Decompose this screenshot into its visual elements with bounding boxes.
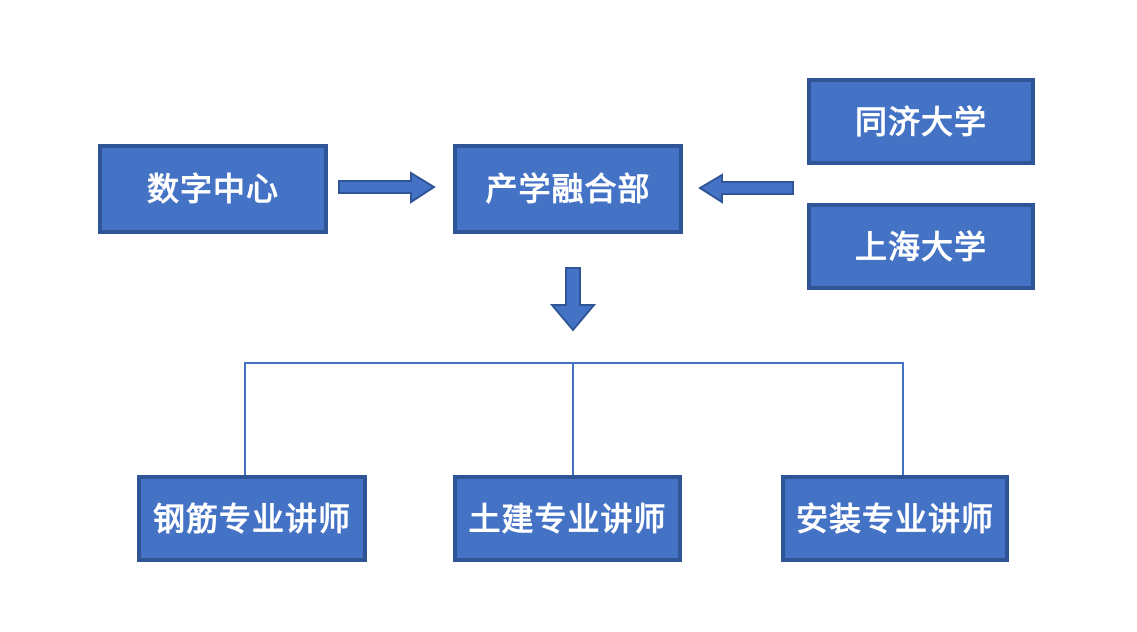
node-industry-academia-dept: 产学融合部 <box>453 144 683 234</box>
node-tongji-university-label: 同济大学 <box>854 103 987 140</box>
arrow-right-icon <box>338 171 436 204</box>
arrow-down-icon <box>549 267 597 332</box>
node-industry-academia-dept-label: 产学融合部 <box>485 171 651 207</box>
node-tongji-university: 同济大学 <box>807 78 1035 165</box>
node-civil-lecturer-label: 土建专业讲师 <box>468 500 667 537</box>
node-shanghai-university-label: 上海大学 <box>854 228 987 265</box>
node-digital-center: 数字中心 <box>98 144 328 234</box>
node-rebar-lecturer-label: 钢筋专业讲师 <box>152 500 351 537</box>
node-installation-lecturer: 安装专业讲师 <box>781 475 1009 562</box>
node-rebar-lecturer: 钢筋专业讲师 <box>137 475 367 562</box>
node-digital-center-label: 数字中心 <box>146 171 279 207</box>
node-civil-lecturer: 土建专业讲师 <box>453 475 682 562</box>
node-installation-lecturer-label: 安装专业讲师 <box>795 500 994 537</box>
arrow-left-icon <box>698 173 794 204</box>
node-shanghai-university: 上海大学 <box>807 203 1035 290</box>
